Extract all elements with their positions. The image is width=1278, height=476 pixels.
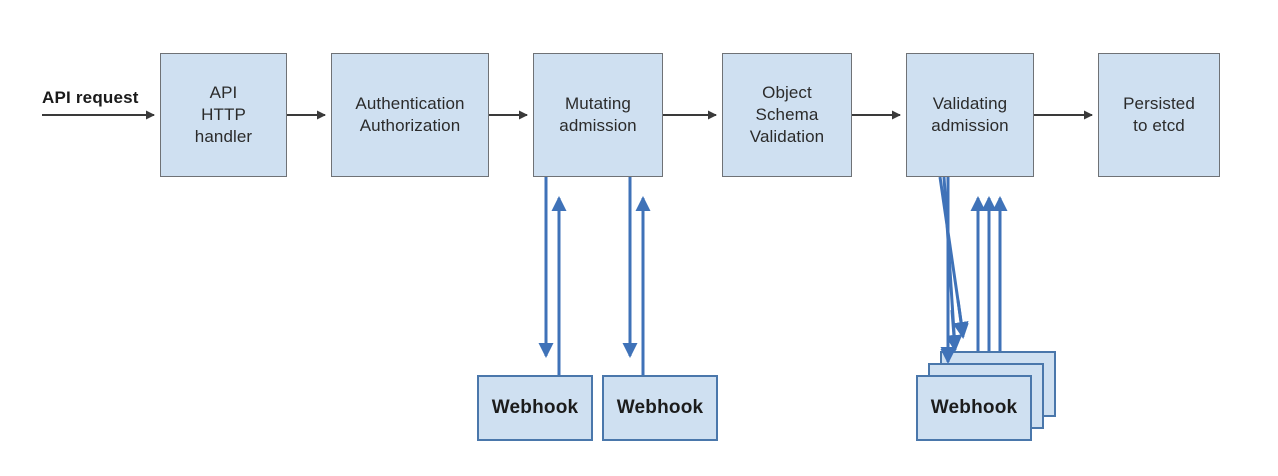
node-object-schema-validation[interactable]: Object Schema Validation xyxy=(722,53,852,177)
webhook-call-mutating-2 xyxy=(622,177,651,377)
webhook-call-mutating-1 xyxy=(538,177,567,377)
node-persisted-to-etcd[interactable]: Persisted to etcd xyxy=(1098,53,1220,177)
node-api-http-handler[interactable]: API HTTP handler xyxy=(160,53,287,177)
webhook-validating-1[interactable]: Webhook xyxy=(916,375,1032,441)
webhook-mutating-2[interactable]: Webhook xyxy=(602,375,718,441)
node-mutating-admission[interactable]: Mutating admission xyxy=(533,53,663,177)
webhook-mutating-1[interactable]: Webhook xyxy=(477,375,593,441)
api-request-label: API request xyxy=(42,88,139,107)
webhook-arrowheads-validating xyxy=(940,299,969,364)
node-authentication-authorization[interactable]: Authentication Authorization xyxy=(331,53,489,177)
node-validating-admission[interactable]: Validating admission xyxy=(906,53,1034,177)
